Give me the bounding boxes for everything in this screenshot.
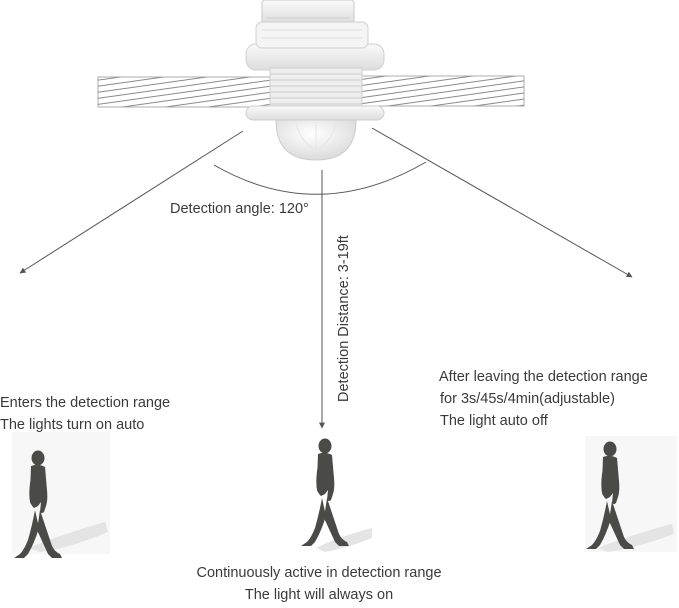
person-leaving [585,436,677,552]
active-caption-line2: The light will always on [244,587,394,603]
detection-ray-left [19,130,244,274]
person-active [301,438,372,552]
enter-caption-line1: Enters the detection range [0,395,171,411]
active-caption-line1: Continuously active in detection range [196,565,442,581]
detection-ray-right [371,127,633,278]
pir-sensor [245,0,385,161]
detection-angle-arc [213,161,427,195]
leave-caption-line3: The light auto off [440,413,548,429]
enter-caption-line2: The lights turn on auto [0,417,145,433]
ceiling-panel-right [361,75,525,107]
person-entering [12,432,110,558]
leave-caption-line1: After leaving the detection range [439,369,648,385]
leave-caption-line2: for 3s/45s/4min(adjustable) [440,391,615,407]
detection-angle-label: Detection angle: 120° [170,201,309,217]
detection-distance-label: Detection Distance: 3-19ft [336,235,352,402]
ceiling-panel-left [97,76,276,108]
